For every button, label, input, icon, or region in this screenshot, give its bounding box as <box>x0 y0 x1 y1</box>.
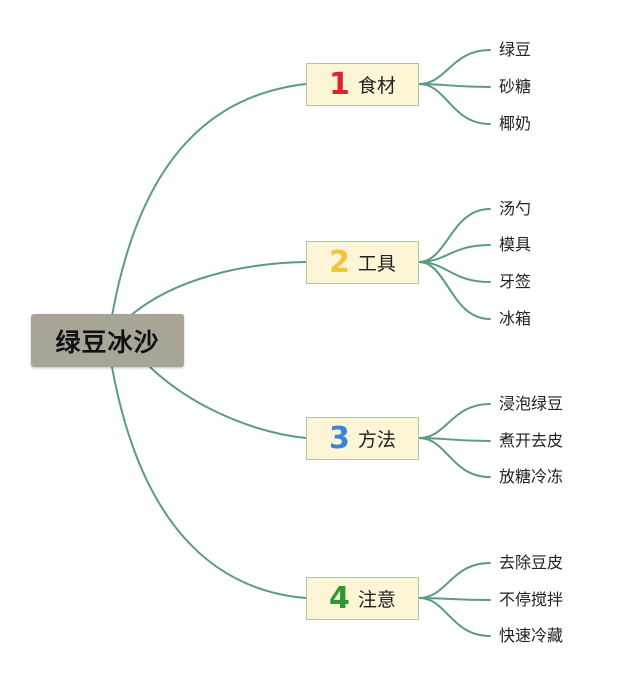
leaf-4-1[interactable]: 去除豆皮 <box>499 553 564 572</box>
root-label: 绿豆冰沙 <box>55 327 160 357</box>
branch-number-2: 2 <box>329 245 350 280</box>
leaf-3-1[interactable]: 浸泡绿豆 <box>499 394 564 413</box>
leaf-2-3[interactable]: 牙签 <box>499 272 532 291</box>
leaf-4-2[interactable]: 不停搅拌 <box>499 590 564 609</box>
branch-number-1: 1 <box>329 67 350 102</box>
root-to-branch-4-line <box>111 366 307 599</box>
leaf-4-3[interactable]: 快速冷藏 <box>499 626 564 645</box>
connector-lines <box>111 49 491 637</box>
branch-4-to-leaf-1-line <box>418 562 491 599</box>
leaf-3-2[interactable]: 煮开去皮 <box>499 431 564 450</box>
branch-number-3: 3 <box>329 421 350 456</box>
branch-1-to-leaf-1-line <box>418 49 491 85</box>
branch-number-4: 4 <box>329 581 350 616</box>
leaf-2-2[interactable]: 模具 <box>499 235 532 254</box>
leaf-1-3[interactable]: 椰奶 <box>499 114 532 133</box>
root-to-branch-1-line <box>111 83 307 317</box>
root-to-branch-2-line <box>129 261 307 317</box>
branch-label-3: 方法 <box>357 429 396 451</box>
branch-node-1[interactable]: 1 食材 <box>306 63 419 106</box>
root-to-branch-3-line <box>149 366 307 439</box>
branch-node-4[interactable]: 4 注意 <box>306 577 419 620</box>
branch-2-to-leaf-4-line <box>418 261 491 320</box>
branch-label-4: 注意 <box>357 589 396 611</box>
leaf-1-2[interactable]: 砂糖 <box>499 77 532 96</box>
root-node[interactable]: 绿豆冰沙 <box>31 314 184 367</box>
branch-label-2: 工具 <box>357 253 396 275</box>
branch-node-2[interactable]: 2 工具 <box>306 241 419 284</box>
leaf-2-1[interactable]: 汤勺 <box>499 199 532 218</box>
branch-3-to-leaf-3-line <box>418 437 491 478</box>
branch-node-3[interactable]: 3 方法 <box>306 417 419 460</box>
branch-label-1: 食材 <box>357 75 396 97</box>
branch-2-to-leaf-1-line <box>418 208 491 263</box>
branch-3-to-leaf-1-line <box>418 403 491 439</box>
branch-2-to-leaf-2-line <box>418 244 491 263</box>
branch-1-to-leaf-3-line <box>418 83 491 125</box>
branch-4-to-leaf-3-line <box>418 597 491 637</box>
leaf-1-1[interactable]: 绿豆 <box>499 40 532 59</box>
leaf-2-4[interactable]: 冰箱 <box>499 309 532 328</box>
leaf-3-3[interactable]: 放糖冷冻 <box>499 467 564 486</box>
